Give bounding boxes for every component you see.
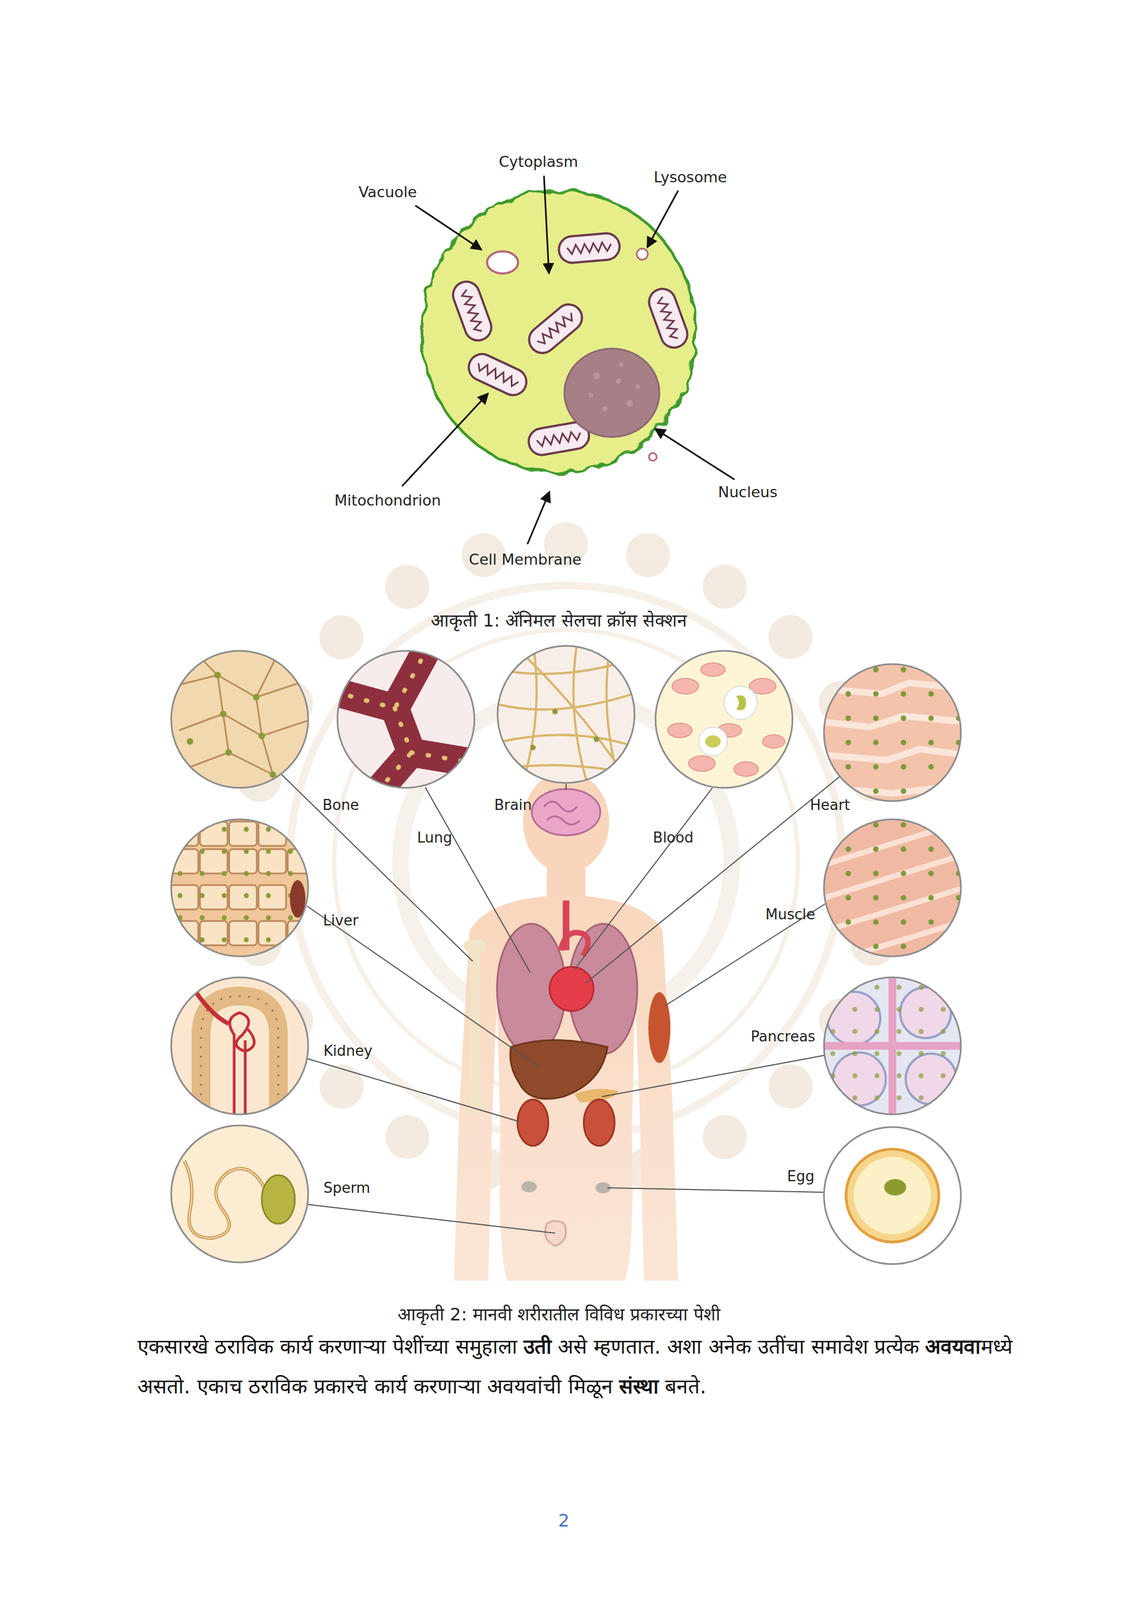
cell-type-label: Liver <box>323 911 359 929</box>
key-term: संस्था <box>619 1373 659 1398</box>
sperm-tissue <box>167 1121 312 1266</box>
cell-type-label: Heart <box>810 796 850 813</box>
key-term: अवयवा <box>925 1334 981 1358</box>
human-body <box>453 770 679 1281</box>
kidney-tissue <box>167 973 312 1123</box>
leader-lines <box>281 774 840 1233</box>
cell-part-label: Cytoplasm <box>498 152 579 171</box>
cell-type-label: Sperm <box>323 1179 371 1196</box>
vacuole <box>487 251 519 274</box>
cell-type-label: Muscle <box>765 905 816 923</box>
bone-tissue <box>167 647 312 791</box>
body-text: असे म्हणतात. अशा अनेक उतींचा समावेश प्रत… <box>557 1334 919 1358</box>
body-text: बनते. <box>664 1373 707 1398</box>
muscle-tissue <box>820 788 965 965</box>
blood-tissue <box>652 647 796 791</box>
lung-tissue <box>334 647 478 797</box>
nucleus <box>564 348 660 437</box>
body-text: एकसारखे ठराविक कार्य करणाऱ्या पेशींच्या … <box>137 1334 518 1358</box>
cell-part-label: Nucleus <box>717 483 778 501</box>
leader-arrows <box>402 175 735 544</box>
animal-cell <box>421 190 696 473</box>
muscle <box>648 991 671 1063</box>
cell-type-label: Lung <box>416 828 453 846</box>
heart-tissue <box>820 660 965 805</box>
brain-tissue <box>494 642 638 786</box>
liver-tissue <box>167 815 316 960</box>
watermark-logo <box>248 543 884 1180</box>
cell-type-label: Kidney <box>323 1042 373 1059</box>
cell-type-label: Egg <box>786 1167 815 1185</box>
egg-tissue <box>820 1123 965 1267</box>
heart <box>549 966 594 1011</box>
cell-part-label: Cell Membrane <box>468 550 582 568</box>
cell-type-label: Brain <box>494 796 532 813</box>
bone <box>469 947 480 1105</box>
paragraph: एकसारखे ठराविक कार्य करणाऱ्या पेशींच्या … <box>137 1326 1016 1407</box>
cell-type-label: Blood <box>652 828 694 846</box>
cell-type-label: Pancreas <box>751 1027 816 1045</box>
cell-membrane <box>421 190 696 473</box>
lysosome <box>636 248 648 260</box>
figure-caption: आकृती 2: मानवी शरीरातील विविध प्रकारच्या… <box>397 1301 720 1325</box>
cell-part-label: Vacuole <box>358 183 417 201</box>
figure-caption: आकृती 1: ॲनिमल सेलचा क्रॉस सेक्शन <box>430 607 687 632</box>
cell-type-label: Bone <box>322 796 359 813</box>
cell-part-label: Mitochondrion <box>334 491 442 509</box>
cell-part-label: Lysosome <box>653 168 728 186</box>
brain <box>531 788 601 835</box>
page-number: 2 <box>558 1509 570 1531</box>
pancreas-tissue <box>820 973 965 1118</box>
kidney <box>517 1098 549 1146</box>
key-term: उती <box>523 1334 552 1358</box>
